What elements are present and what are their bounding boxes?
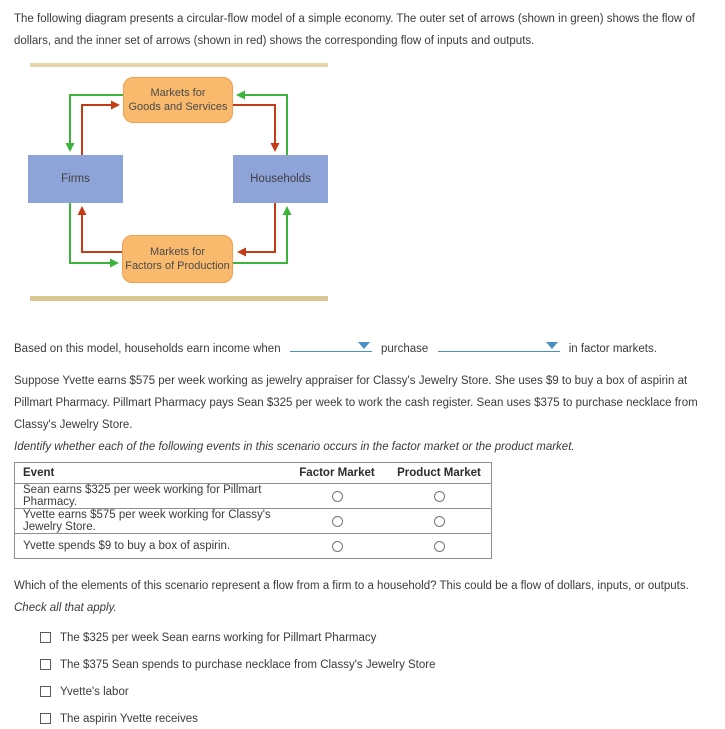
input-flow-households-to-factors-arrow	[237, 203, 276, 257]
factor-market-radio[interactable]	[331, 515, 343, 527]
factor-market-radio[interactable]	[331, 490, 343, 502]
output-flow-goods-to-households-arrow	[233, 104, 280, 152]
option-checkbox[interactable]	[40, 632, 51, 643]
check-question-italic: Check all that apply.	[14, 602, 117, 614]
dropdown-what-purchased[interactable]	[437, 338, 560, 352]
factor-market-radio[interactable]	[331, 540, 343, 552]
list-item: The $375 Sean spends to purchase necklac…	[40, 651, 436, 678]
event-text: Yvette spends $9 to buy a box of aspirin…	[23, 540, 231, 552]
events-table: Event Factor Market Product Market Sean …	[14, 462, 492, 559]
firms-label: Firms	[61, 173, 90, 185]
check-question: Which of the elements of this scenario r…	[14, 575, 704, 619]
intro-paragraph: The following diagram presents a circula…	[14, 13, 695, 47]
households-label: Households	[250, 173, 311, 185]
table-header-row: Event Factor Market Product Market	[15, 463, 491, 483]
table-row: Yvette spends $9 to buy a box of aspirin…	[15, 533, 491, 558]
table-row: Yvette earns $575 per week working for C…	[15, 508, 491, 533]
classify-instruction: Identify whether each of the following e…	[14, 441, 575, 453]
dollar-flow-firms-to-factors-arrow	[69, 203, 119, 268]
dropdown-arrow-icon	[545, 342, 558, 349]
fill-in-sentence: Based on this model, households earn inc…	[14, 338, 714, 357]
check-question-text: Which of the elements of this scenario r…	[14, 580, 689, 592]
dollar-flow-households-to-goods-arrow	[236, 90, 288, 155]
markets-factors-box: Markets for Factors of Production	[122, 235, 233, 283]
option-label: The $325 per week Sean earns working for…	[60, 631, 377, 644]
product-market-radio[interactable]	[433, 490, 445, 502]
option-label: The $375 Sean spends to purchase necklac…	[60, 658, 436, 671]
markets-goods-services-box: Markets for Goods and Services	[123, 77, 233, 123]
households-box: Households	[233, 155, 328, 203]
fill-in-text-between: purchase	[381, 343, 429, 355]
diagram-bottom-rule	[30, 296, 328, 301]
flow-arrows	[65, 90, 292, 268]
header-product-market: Product Market	[397, 467, 481, 479]
diagram-top-rule	[30, 63, 328, 67]
markets-goods-line2: Goods and Services	[128, 101, 228, 113]
event-text: Yvette earns $575 per week working for C…	[23, 509, 271, 533]
dropdown-arrow-icon	[357, 342, 370, 349]
table-row: Sean earns $325 per week working for Pil…	[15, 483, 491, 508]
circular-flow-diagram: Markets for Goods and Services Firms Hou…	[0, 60, 360, 305]
option-checkbox[interactable]	[40, 659, 51, 670]
option-label: Yvette's labor	[60, 685, 129, 698]
scenario-paragraph: Suppose Yvette earns $575 per week worki…	[14, 375, 698, 431]
header-event: Event	[23, 467, 55, 479]
check-options-list: The $325 per week Sean earns working for…	[40, 624, 436, 729]
firms-box: Firms	[28, 155, 123, 203]
input-flow-factors-to-firms-arrow	[77, 206, 122, 253]
option-checkbox[interactable]	[40, 686, 51, 697]
markets-factors-line1: Markets for	[149, 246, 205, 258]
product-market-radio[interactable]	[433, 515, 445, 527]
option-checkbox[interactable]	[40, 713, 51, 724]
markets-factors-line2: Factors of Production	[125, 260, 230, 272]
list-item: The aspirin Yvette receives	[40, 705, 436, 729]
list-item: Yvette's labor	[40, 678, 436, 705]
dollar-flow-factors-to-households-arrow	[233, 206, 292, 264]
markets-goods-line1: Markets for	[150, 87, 206, 99]
output-flow-firms-to-goods-arrow	[81, 100, 120, 155]
dollar-flow-goods-to-firms-arrow	[65, 94, 123, 152]
list-item: The $325 per week Sean earns working for…	[40, 624, 436, 651]
product-market-radio[interactable]	[433, 540, 445, 552]
option-label: The aspirin Yvette receives	[60, 712, 198, 725]
fill-in-text-after: in factor markets.	[568, 343, 657, 355]
event-text: Sean earns $325 per week working for Pil…	[23, 484, 262, 508]
dropdown-who-purchases[interactable]	[289, 338, 372, 352]
fill-in-text-before: Based on this model, households earn inc…	[14, 343, 281, 355]
header-factor-market: Factor Market	[299, 467, 375, 479]
